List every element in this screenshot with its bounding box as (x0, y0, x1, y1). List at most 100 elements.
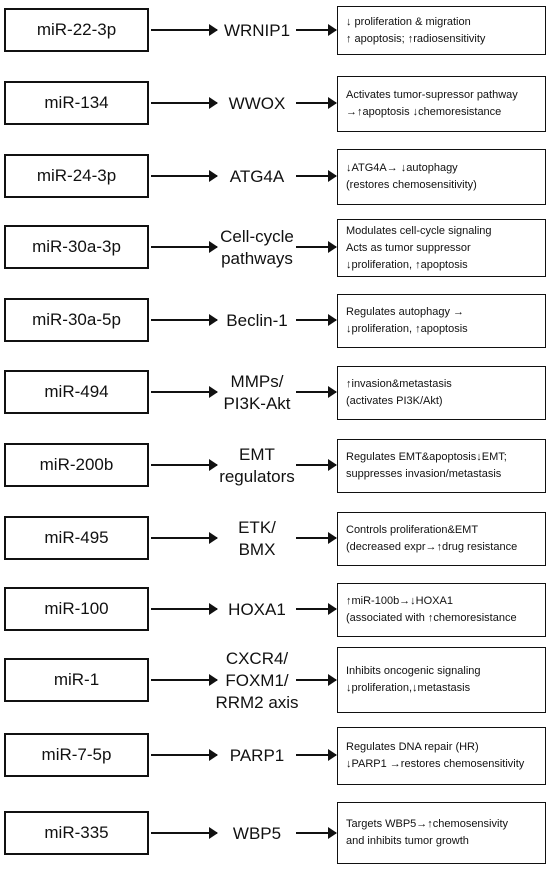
effect-line: Regulates autophagy → (346, 306, 465, 318)
diagram-row: miR-200b EMT regulators Regulates EMT&apo… (0, 439, 550, 493)
mirna-box: miR-335 (4, 811, 149, 855)
effect-line: Controls proliferation&EMT (346, 524, 479, 536)
effect-box: Activates tumor-supressor pathway →↑apop… (337, 76, 546, 132)
mirna-box: miR-24-3p (4, 154, 149, 198)
arrow-right-icon (296, 170, 337, 182)
target-label: WRNIP1 (212, 5, 302, 57)
target-line: PARP1 (229, 746, 285, 765)
arrow-right-icon (296, 241, 337, 253)
effect-box: Inhibits oncogenic signaling ↓proliferat… (337, 647, 546, 713)
arrow-right-icon (296, 97, 337, 109)
mirna-box: miR-134 (4, 81, 149, 125)
target-label: WBP5 (212, 808, 302, 860)
target-label: MMPs/PI3K-Akt (212, 367, 302, 419)
diagram-row: miR-7-5p PARP1 Regulates DNA repair (HR)… (0, 727, 550, 785)
arrow-right-icon (296, 314, 337, 326)
diagram-row: miR-24-3p ATG4A ↓ATG4A→ ↓autophagy (rest… (0, 149, 550, 205)
diagram-row: miR-494 MMPs/PI3K-Akt ↑invasion&metastas… (0, 366, 550, 420)
effect-line: ↓ATG4A→ ↓autophagy (346, 162, 458, 174)
effect-box: Regulates autophagy → ↓proliferation, ↑a… (337, 294, 546, 348)
target-label: ATG4A (212, 151, 302, 203)
effect-box: Targets WBP5→↑chemosensivity and inhibit… (337, 802, 546, 864)
effect-box: Controls proliferation&EMT (decreased ex… (337, 512, 546, 566)
target-label: CXCR4/FOXM1/RRM2 axis (212, 643, 302, 719)
arrow-right-icon (151, 24, 218, 36)
target-line: WRNIP1 (223, 21, 291, 40)
effect-line: Modulates cell-cycle signaling (346, 224, 492, 237)
arrow-right-icon (151, 314, 218, 326)
target-line: HOXA1 (228, 600, 286, 619)
target-label: WWOX (212, 78, 302, 130)
target-line: ATG4A (229, 167, 285, 186)
mirna-box: miR-7-5p (4, 733, 149, 777)
effect-line: ↓ proliferation & migration (346, 15, 471, 28)
arrow-right-icon (151, 827, 218, 839)
effect-line: Activates tumor-supressor pathway (346, 89, 518, 101)
arrow-right-icon (296, 532, 337, 544)
target-line: PI3K-Akt (223, 394, 291, 413)
mirna-box: miR-30a-5p (4, 298, 149, 342)
target-label: Beclin-1 (212, 295, 302, 347)
effect-line: (associated with ↑chemoresistance (346, 612, 517, 624)
target-line: ETK/ (238, 518, 276, 537)
effect-line: Regulates EMT&apoptosis↓EMT; (346, 451, 507, 463)
target-label: Cell-cycle pathways (212, 222, 302, 274)
arrow-right-icon (151, 97, 218, 109)
effect-line: Acts as tumor suppressor (346, 241, 471, 254)
arrow-right-icon (151, 603, 218, 615)
target-line: CXCR4/ (225, 649, 289, 668)
target-label: PARP1 (212, 730, 302, 782)
arrow-right-icon (296, 827, 337, 839)
effect-line: ↑invasion&metastasis (346, 378, 452, 390)
target-line: Cell-cycle (220, 227, 294, 246)
target-line: pathways (221, 249, 293, 268)
effect-box: ↓ proliferation & migration ↑ apoptosis;… (337, 6, 546, 55)
arrow-right-icon (296, 603, 337, 615)
target-line: Beclin-1 (226, 311, 288, 330)
diagram-row: miR-335 WBP5 Targets WBP5→↑chemosensivit… (0, 802, 550, 864)
effect-line: ↑ apoptosis; ↑radiosensitivity (346, 32, 486, 45)
effect-line: (activates PI3K/Akt) (346, 395, 443, 407)
target-label: ETK/BMX (212, 513, 302, 565)
mirna-box: miR-200b (4, 443, 149, 487)
mirna-box: miR-30a-3p (4, 225, 149, 269)
arrow-right-icon (296, 459, 337, 471)
target-line: EMT (239, 445, 275, 464)
arrow-right-icon (151, 459, 218, 471)
effect-line: ↓PARP1 →restores chemosensitivity (346, 758, 525, 770)
diagram-row: miR-100 HOXA1 ↑miR-100b→↓HOXA1 (associat… (0, 583, 550, 637)
effect-box: Regulates EMT&apoptosis↓EMT; suppresses … (337, 439, 546, 493)
target-line: WBP5 (232, 824, 282, 843)
effect-box: ↓ATG4A→ ↓autophagy (restores chemosensit… (337, 149, 546, 205)
target-line: regulators (219, 467, 295, 486)
effect-box: Regulates DNA repair (HR) ↓PARP1 →restor… (337, 727, 546, 785)
diagram-row: miR-30a-3p Cell-cycle pathways Modulates … (0, 219, 550, 277)
mirna-box: miR-22-3p (4, 8, 149, 52)
target-line: BMX (238, 540, 276, 559)
effect-line: suppresses invasion/metastasis (346, 468, 502, 480)
target-line: MMPs/ (230, 372, 284, 391)
arrow-right-icon (296, 24, 337, 36)
diagram-row: miR-22-3p WRNIP1 ↓ proliferation & migra… (0, 5, 550, 57)
effect-box: ↑invasion&metastasis (activates PI3K/Akt… (337, 366, 546, 420)
arrow-right-icon (151, 749, 218, 761)
arrow-right-icon (151, 170, 218, 182)
effect-line: Targets WBP5→↑chemosensivity (346, 818, 508, 830)
target-label: HOXA1 (212, 584, 302, 636)
effect-line: ↓proliferation,↓metastasis (346, 682, 471, 694)
effect-line: (decreased expr→↑drug resistance (346, 541, 518, 553)
arrow-right-icon (296, 749, 337, 761)
target-line: WWOX (228, 94, 286, 113)
effect-line: →↑apoptosis ↓chemoresistance (346, 106, 502, 118)
target-line: RRM2 axis (215, 693, 299, 712)
mirna-box: miR-100 (4, 587, 149, 631)
mirna-box: miR-1 (4, 658, 149, 702)
effect-line: ↓proliferation, ↑apoptosis (346, 323, 468, 335)
arrow-right-icon (151, 532, 218, 544)
effect-box: Modulates cell-cycle signaling Acts as t… (337, 219, 546, 277)
effect-line: Inhibits oncogenic signaling (346, 665, 481, 677)
effect-line: and inhibits tumor growth (346, 835, 469, 847)
arrow-right-icon (151, 386, 218, 398)
effect-line: (restores chemosensitivity) (346, 179, 477, 191)
mirna-box: miR-495 (4, 516, 149, 560)
